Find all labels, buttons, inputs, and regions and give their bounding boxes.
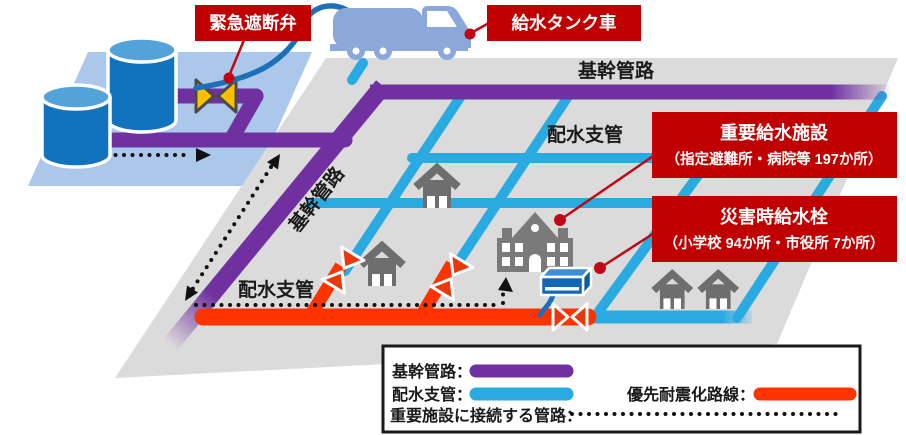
disaster-hydrant-detail: （小学校 94か所・市役所 7か所）	[664, 234, 885, 252]
dotted-to-school	[194, 292, 505, 307]
callout-disaster-hydrant: 災害時給水栓 （小学校 94か所・市役所 7か所）	[652, 196, 897, 262]
valve-on-branch-mid	[429, 252, 475, 302]
callout-dots	[223, 28, 606, 274]
hydrant-hose	[537, 292, 556, 318]
truck-wheel-hub3	[443, 47, 451, 55]
truck-window	[427, 11, 457, 27]
house-icon	[651, 269, 694, 309]
legend-connection-pipe-label: 重要施設に接続する管路：	[390, 406, 582, 425]
branch-diagonal-stub	[347, 58, 368, 85]
main-pipeline-top-label: 基幹管路	[577, 59, 655, 82]
tank-left-top	[40, 83, 112, 111]
disaster-hydrant-icon	[537, 266, 593, 318]
legend-main-pipeline-label: 基幹管路：	[391, 362, 472, 381]
disaster-hydrant-title: 災害時給水栓	[720, 206, 828, 227]
water-tank-truck-icon	[193, 3, 471, 91]
arrow-up-right	[267, 154, 280, 170]
tank-right-top	[106, 36, 178, 64]
valve-on-priority-line	[551, 302, 589, 332]
legend-priority-line-label: 優先耐震化路線：	[626, 385, 755, 404]
truck-wheel-hub2	[379, 47, 387, 55]
arrow-down-left	[185, 285, 198, 301]
legend: 基幹管路： 配水支管： 優先耐震化路線： 重要施設に接続する管路：	[381, 344, 862, 434]
house-icon	[358, 240, 406, 286]
tank-left-body	[40, 97, 112, 169]
school-door	[529, 254, 541, 272]
main-pipeline-diagonal	[163, 80, 390, 351]
houses	[358, 162, 740, 309]
dot-truck	[464, 28, 476, 40]
dot-hydrant	[594, 262, 606, 274]
tank-truck-text: 給水タンク車	[512, 13, 617, 33]
school-icon	[497, 212, 573, 272]
important-facility-detail: （指定避難所・病院等 197か所）	[666, 150, 883, 168]
label-emergency-valve: 緊急遮断弁	[195, 5, 311, 41]
legend-distribution-branch-label: 配水支管：	[392, 385, 472, 404]
truck-chassis	[330, 44, 468, 51]
dotted-diagonal	[190, 165, 273, 292]
distribution-branch-lower-label: 配水支管	[238, 278, 314, 301]
seismic-valves	[320, 245, 589, 332]
truck-tank	[333, 8, 423, 48]
valve-on-branch-left	[320, 245, 366, 295]
label-tank-truck: 給水タンク車	[487, 5, 641, 41]
branch-diagonal-school	[448, 93, 572, 275]
arrow-to-school	[498, 277, 513, 292]
branch-diagonal-left	[340, 88, 468, 276]
facility-connection-dotted	[105, 153, 505, 307]
truck-wheel-hub1	[352, 47, 360, 55]
dot-emergency-valve	[223, 72, 235, 84]
callout-important-facility: 重要給水施設 （指定避難所・病院等 197か所）	[652, 112, 897, 178]
emergency-valve-text: 緊急遮断弁	[209, 13, 297, 33]
school-roof-window	[531, 224, 539, 232]
important-facility-title: 重要給水施設	[720, 122, 829, 143]
water-tanks	[40, 36, 178, 169]
house-icon	[697, 269, 740, 309]
arrow-right-tanks	[196, 148, 211, 162]
dot-school	[554, 214, 566, 226]
hydrant-slot	[545, 287, 579, 291]
callout-connectors	[227, 21, 663, 270]
distribution-branch-upper-label: 配水支管	[547, 123, 623, 146]
house-icon	[413, 162, 461, 208]
